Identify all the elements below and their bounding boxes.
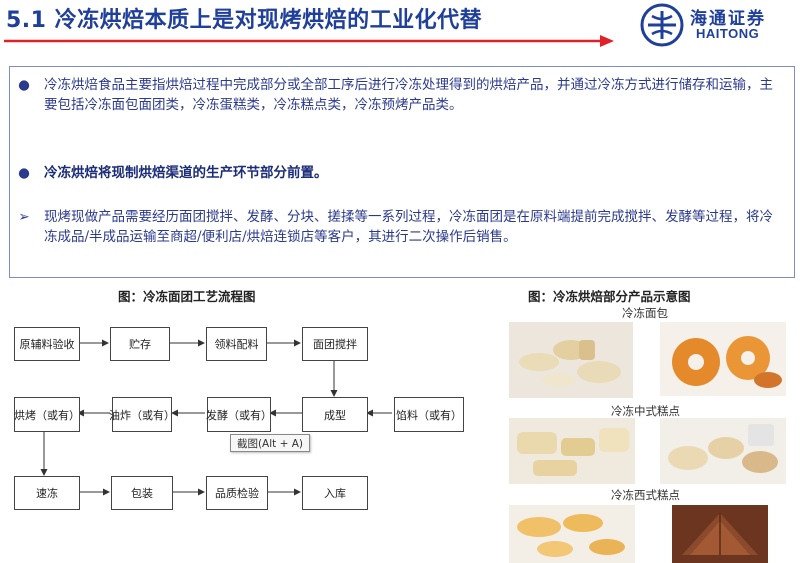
flow-step-baking: 烘烤（或有） (14, 397, 80, 432)
flow-step-packaging: 包装 (111, 476, 173, 510)
frozen-western-pastry-photo-1 (509, 505, 635, 563)
flow-step-raw-material-check: 原辅料验收 (14, 327, 80, 361)
flow-step-quick-freeze: 速冻 (14, 476, 80, 510)
label-frozen-chinese-pastry: 冷冻中式糕点 (611, 404, 680, 418)
flow-step-warehousing: 入库 (302, 476, 368, 510)
frozen-chinese-pastry-photo-1 (509, 418, 635, 484)
bullet-1-text: 冷冻烘焙食品主要指烘焙过程中完成部分或全部工序后进行冷冻处理得到的烘焙产品，并通… (44, 77, 773, 113)
frozen-bread-photo-1 (509, 322, 633, 398)
bullet-2-text: 冷冻烘焙将现制烘焙渠道的生产环节部分前置。 (44, 165, 328, 181)
screenshot-tooltip: 截图(Alt + A) (230, 434, 310, 452)
label-frozen-western-pastry: 冷冻西式糕点 (611, 488, 680, 502)
title-underline-arrow (4, 35, 614, 47)
flow-step-shaping: 成型 (302, 397, 368, 432)
frozen-bread-photo-2 (660, 322, 786, 396)
summary-box: ● 冷冻烘焙食品主要指烘焙过程中完成部分或全部工序后进行冷冻处理得到的烘焙产品，… (9, 66, 795, 278)
flow-step-filling: 馅料（或有） (394, 397, 464, 432)
flow-step-storage: 贮存 (110, 327, 170, 361)
products-caption: 图：冷冻烘焙部分产品示意图 (528, 289, 691, 304)
slide-title: 5.1 冷冻烘焙本质上是对现烤烘焙的工业化代替 (6, 8, 483, 33)
logo-english-text: HAITONG (696, 26, 760, 41)
frozen-chinese-pastry-photo-2 (660, 418, 786, 484)
bullet-dot-icon: ● (18, 165, 30, 181)
flow-step-dough-mixing: 面团搅拌 (302, 327, 368, 361)
haitong-logo: 海通证券 HAITONG (638, 2, 808, 48)
arrow-bullet-icon: ➢ (18, 209, 30, 225)
flow-caption: 图：冷冻面团工艺流程图 (118, 289, 256, 304)
bullet-dot-icon: ● (18, 77, 30, 93)
bullet-3-text: 现烤现做产品需要经历面团搅拌、发酵、分块、搓揉等一系列过程，冷冻面团是在原料端提… (44, 209, 773, 245)
flow-step-quality-inspection: 品质检验 (206, 476, 268, 510)
flow-step-batching: 领料配料 (206, 327, 267, 361)
flow-step-frying: 油炸（或有） (109, 397, 175, 432)
label-frozen-bread: 冷冻面包 (622, 306, 668, 320)
haitong-emblem-icon (640, 3, 684, 47)
logo-chinese-text: 海通证券 (690, 9, 766, 29)
frozen-western-pastry-photo-2 (672, 505, 768, 563)
flow-step-fermentation: 发酵（或有） (206, 397, 272, 432)
